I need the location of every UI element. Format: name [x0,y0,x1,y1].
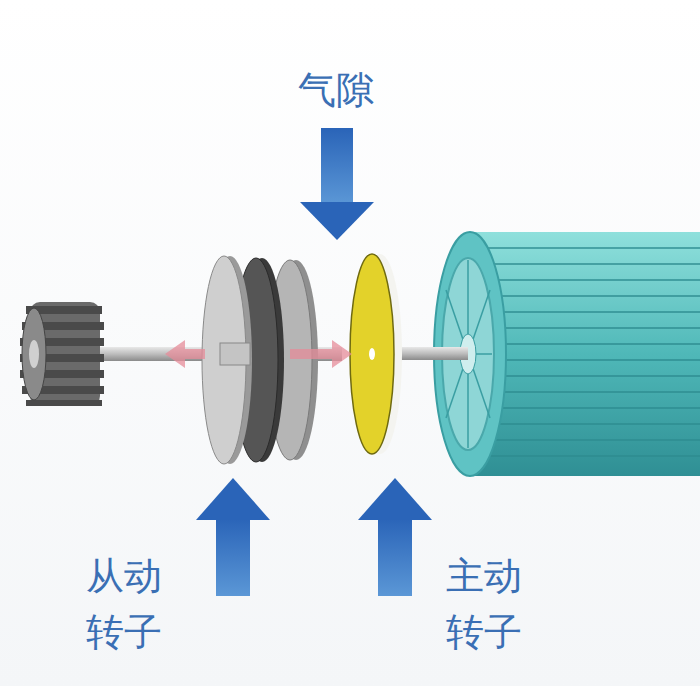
driving-rotor [350,254,402,454]
rotor-label: 从动 转子 [86,548,178,660]
motor [434,232,700,476]
driven-rotor [202,256,318,464]
direction-arrow [165,340,352,368]
gap-label: 气隙 [298,62,388,118]
gear [20,302,104,406]
rotor-label: 主动 转子 [446,548,538,660]
callout-arrow [196,128,432,596]
